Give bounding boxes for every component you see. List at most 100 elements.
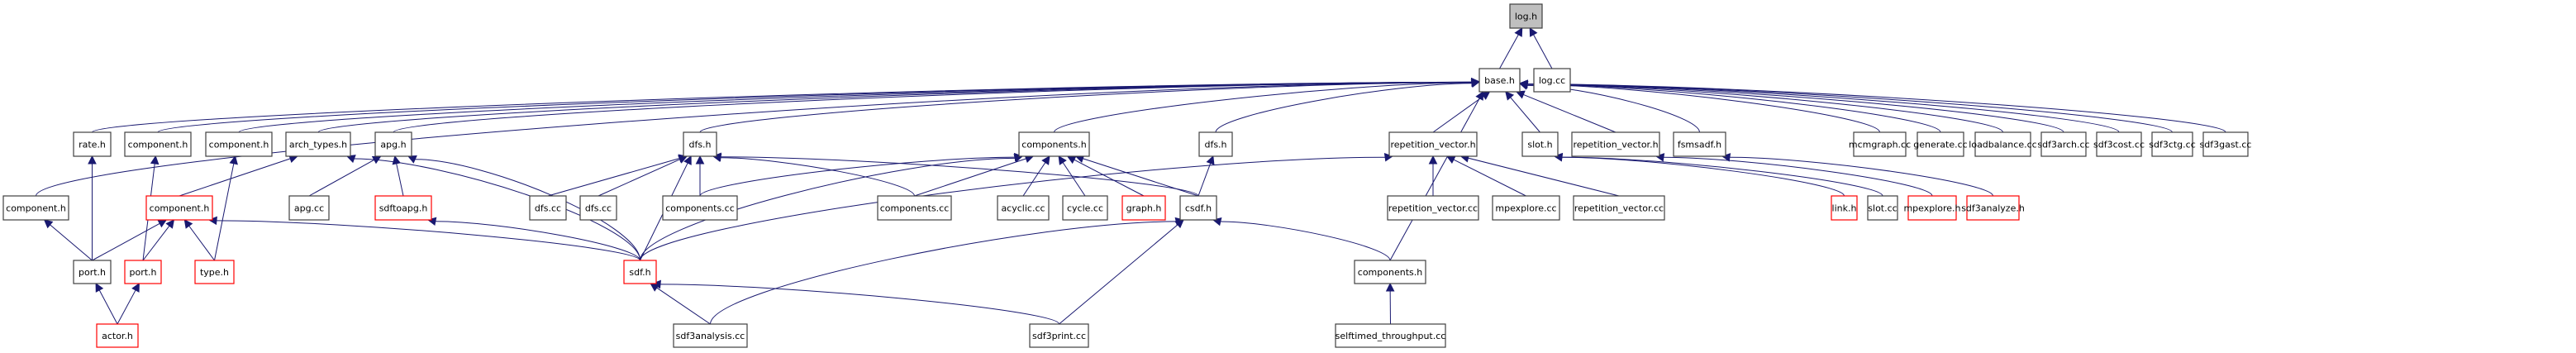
edge-generate_cc-to-base_h	[1518, 79, 1941, 133]
node-sdf3analysis-cc[interactable]: sdf3analysis.cc	[673, 323, 748, 348]
node-apg-cc[interactable]: apg.cc	[288, 195, 330, 221]
node-mpexplore-h[interactable]: mpexplore.h	[1903, 195, 1961, 221]
edge-link_h-to-slot_h	[1553, 153, 1845, 197]
node-dfs-cc-b[interactable]: dfs.cc	[579, 195, 617, 221]
node-box	[673, 323, 748, 348]
edge-actor_h-to-port_h_a	[95, 283, 118, 325]
node-dfs-h-b[interactable]: dfs.h	[1198, 131, 1233, 157]
edge-line	[1510, 97, 1540, 133]
node-rate-h[interactable]: rate.h	[73, 131, 112, 157]
node-repetition-vector-cc-a[interactable]: repetition_vector.cc	[1387, 195, 1479, 221]
edge-slot_h-to-base_h	[1505, 91, 1540, 133]
node-generate-cc[interactable]: generate.cc	[1913, 131, 1968, 157]
node-cycle-cc[interactable]: cycle.cc	[1062, 195, 1108, 221]
node-label: dfs.cc	[535, 203, 561, 214]
node-component-h-c[interactable]: component.h	[205, 131, 273, 157]
node-base-h[interactable]: base.h	[1478, 68, 1521, 93]
node-box	[73, 131, 112, 157]
node-apg-h[interactable]: apg.h	[374, 131, 412, 157]
node-slot-cc[interactable]: slot.cc	[1867, 195, 1898, 221]
node-components-cc-a[interactable]: components.cc	[662, 195, 738, 221]
edge-apg_cc-to-apg_h	[308, 155, 382, 197]
node-sdf3analyze-h[interactable]: sdf3analyze.h	[1961, 195, 2025, 221]
node-sdf3print-cc[interactable]: sdf3print.cc	[1029, 323, 1089, 348]
node-sdf3gast-cc[interactable]: sdf3gast.cc	[2200, 131, 2252, 157]
node-csdf-h[interactable]: csdf.h	[1179, 195, 1217, 221]
edge-line	[656, 287, 711, 325]
node-type-h[interactable]: type.h	[194, 260, 235, 284]
node-label: loadbalance.cc	[1969, 140, 2036, 150]
edge-line	[1022, 162, 1046, 197]
node-components-cc-b[interactable]: components.cc	[877, 195, 952, 221]
edge-line	[1526, 83, 2003, 133]
node-sdf-h[interactable]: sdf.h	[623, 260, 657, 284]
node-label: acyclic.cc	[1001, 203, 1045, 214]
node-graph-h[interactable]: graph.h	[1121, 195, 1166, 221]
node-arch-types-h[interactable]: arch_types.h	[285, 131, 351, 157]
edge-cycle_cc-to-components_h_a	[1058, 155, 1086, 197]
arrowhead-icon	[43, 219, 54, 229]
arrowhead-icon	[207, 216, 217, 226]
node-repetition-vector-h-a[interactable]: repetition_vector.h	[1388, 131, 1478, 157]
node-mcmgraph-cc[interactable]: mcmgraph.cc	[1849, 131, 1911, 157]
node-port-h-red[interactable]: port.h	[124, 260, 162, 284]
edge-sdf_h-to-component_h_red	[207, 216, 640, 261]
node-box	[1533, 68, 1571, 93]
edge-line	[1215, 83, 1473, 133]
node-sdf3cost-cc[interactable]: sdf3cost.cc	[2093, 131, 2145, 157]
node-slot-h[interactable]: slot.h	[1521, 131, 1559, 157]
node-log-cc[interactable]: log.cc	[1533, 68, 1571, 93]
node-box	[205, 131, 273, 157]
node-label: repetition_vector.h	[1390, 140, 1475, 150]
nodes-layer: log.h base.h log.cc component.h rate.h compon…	[2, 3, 2252, 348]
node-component-h-red[interactable]: component.h	[145, 195, 213, 221]
arrowhead-icon	[407, 155, 417, 164]
node-loadbalance-cc[interactable]: loadbalance.cc	[1969, 131, 2037, 157]
edge-line	[1453, 159, 1526, 197]
node-sdftoapg-h[interactable]: sdftoapg.h	[374, 195, 432, 221]
node-actor-h[interactable]: actor.h	[96, 323, 139, 348]
node-label: dfs.h	[688, 140, 711, 150]
edge-line	[36, 82, 1473, 197]
node-box	[1917, 131, 1964, 157]
node-component-h-a[interactable]: component.h	[2, 195, 69, 221]
node-dfs-h-a[interactable]: dfs.h	[683, 131, 717, 157]
node-components-h-a[interactable]: components.h	[1018, 131, 1090, 157]
node-components-h-b[interactable]: components.h	[1354, 260, 1426, 284]
node-log-h[interactable]: log.h	[1509, 3, 1543, 29]
edge-line	[1533, 34, 1553, 69]
node-port-h-a[interactable]: port.h	[73, 260, 112, 284]
node-component-h-b[interactable]: component.h	[124, 131, 192, 157]
arrowhead-icon	[1383, 153, 1394, 162]
node-link-h[interactable]: link.h	[1831, 195, 1858, 221]
node-dfs-cc-a[interactable]: dfs.cc	[529, 195, 567, 221]
node-acyclic-cc[interactable]: acyclic.cc	[997, 195, 1050, 221]
node-box	[2202, 131, 2249, 157]
node-mpexplore-cc[interactable]: mpexplore.cc	[1492, 195, 1560, 221]
edge-components_h_b-to-csdf_h	[1212, 217, 1391, 261]
node-repetition-vector-cc-b[interactable]: repetition_vector.cc	[1573, 195, 1665, 221]
node-sdf3ctg-cc[interactable]: sdf3ctg.cc	[2149, 131, 2196, 157]
node-fsmsadf-h[interactable]: fsmsadf.h	[1673, 131, 1726, 157]
node-selftimed-throughput-cc[interactable]: selftimed_throughput.cc	[1335, 323, 1446, 348]
edge-log_cc-to-log_h	[1529, 27, 1553, 69]
node-box	[997, 195, 1050, 221]
arrowhead-icon	[88, 155, 97, 165]
node-box	[579, 195, 617, 221]
edge-line	[720, 157, 915, 197]
edge-line	[1054, 82, 1473, 133]
node-repetition-vector-h-b[interactable]: repetition_vector.h	[1571, 131, 1660, 157]
arrowhead-icon	[1553, 152, 1564, 162]
edge-repetition_vector_h_b-to-base_h	[1515, 90, 1617, 133]
arrowhead-icon	[1655, 153, 1665, 162]
edge-line	[1389, 98, 1480, 261]
node-sdf3arch-cc[interactable]: sdf3arch.cc	[2037, 131, 2090, 157]
edge-line	[1062, 162, 1086, 197]
arrowhead-icon	[1515, 90, 1526, 99]
edge-components_h_b-to-base_h	[1389, 91, 1484, 261]
node-box	[2096, 131, 2142, 157]
node-box	[662, 195, 738, 221]
node-box	[1509, 3, 1543, 29]
arrowhead-icon	[1475, 91, 1484, 101]
edge-line	[699, 82, 1473, 133]
